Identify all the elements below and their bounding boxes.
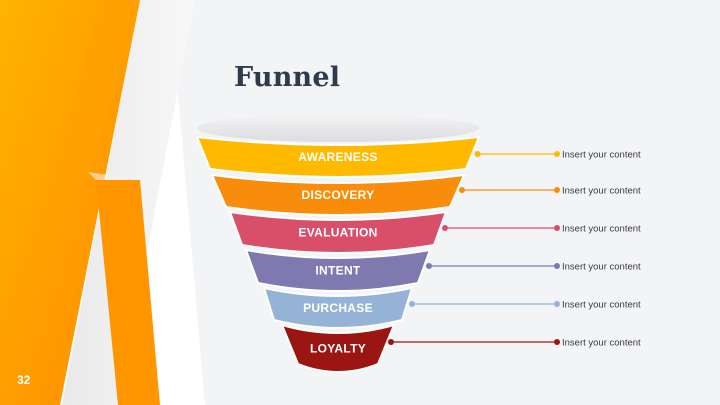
connector-evaluation: Insert your content [442, 224, 641, 235]
connector-end-dot [554, 301, 560, 307]
funnel-segment [262, 286, 414, 329]
background-fold [88, 172, 140, 180]
funnel-stage-label: AWARENESS [298, 150, 377, 164]
funnel-stage-label: EVALUATION [298, 226, 377, 240]
stage-note[interactable]: Insert your content [562, 338, 641, 349]
funnel-stage-label: INTENT [315, 264, 360, 278]
funnel-stage-loyalty: LOYALTY [280, 323, 396, 373]
connector-end-dot [554, 225, 560, 231]
stage-note[interactable]: Insert your content [562, 300, 641, 311]
stage-note[interactable]: Insert your content [562, 186, 641, 197]
funnel-segment [280, 323, 396, 373]
connector-start-dot [409, 301, 415, 307]
funnel-stage-awareness: AWARENESS [195, 135, 481, 178]
funnel-stage-label: LOYALTY [310, 342, 366, 356]
funnel-segment [228, 210, 448, 254]
funnel-segment [195, 135, 481, 178]
connector-end-dot [554, 187, 560, 193]
connector-start-dot [459, 187, 465, 193]
stage-note[interactable]: Insert your content [562, 262, 641, 273]
connector-end-dot [554, 263, 560, 269]
funnel-stage-evaluation: EVALUATION [228, 210, 448, 254]
connector-start-dot [442, 225, 448, 231]
connector-start-dot [426, 263, 432, 269]
funnel-stage-discovery: DISCOVERY [210, 173, 466, 216]
funnel-rim [197, 114, 479, 142]
funnel-stage-intent: INTENT [244, 248, 432, 292]
connector-purchase: Insert your content [409, 300, 641, 311]
slide-number: 32 [17, 373, 31, 387]
connector-end-dot [554, 339, 560, 345]
background-orange-panel-right [96, 180, 160, 405]
connector-loyalty: Insert your content [388, 338, 641, 349]
stage-note[interactable]: Insert your content [562, 224, 641, 235]
funnel-segment [210, 173, 466, 216]
funnel-stage-purchase: PURCHASE [262, 286, 414, 329]
connector-intent: Insert your content [426, 262, 641, 273]
background-orange-facet [58, 0, 140, 180]
slide-title: Funnel [234, 62, 341, 93]
connector-start-dot [388, 339, 394, 345]
stage-note[interactable]: Insert your content [562, 150, 641, 161]
funnel-segment [244, 248, 432, 292]
connector-start-dot [474, 151, 481, 157]
connector-end-dot [554, 151, 560, 157]
connector-awareness: Insert your content [474, 150, 641, 161]
connector-discovery: Insert your content [459, 186, 641, 197]
funnel-stage-label: PURCHASE [303, 301, 373, 315]
funnel-stages: AWARENESS DISCOVERY EVALUATION INTENT PURCHA… [195, 135, 481, 373]
funnel-stage-label: DISCOVERY [302, 188, 375, 202]
